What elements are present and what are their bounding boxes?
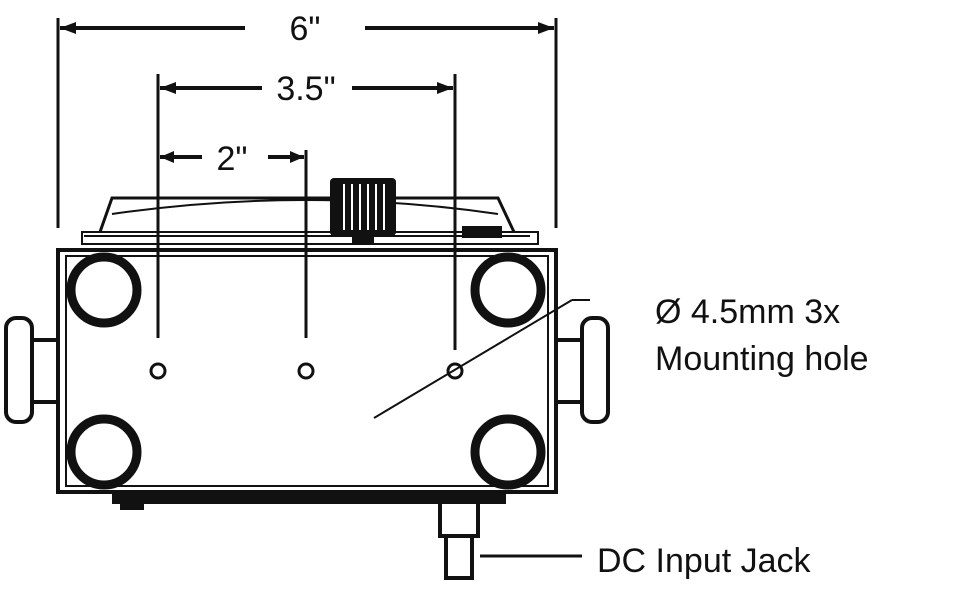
dimension-2in: 2" [160, 140, 308, 338]
dc-input-jack [438, 496, 480, 580]
callout-mounting-hole-label: Mounting hole [655, 340, 869, 378]
foot-top-right [470, 252, 546, 328]
mounting-hole-right [446, 362, 464, 380]
mounting-hole-center [297, 362, 315, 380]
callout-dc-input-label: DC Input Jack [597, 542, 812, 580]
foot-bottom-right [470, 414, 546, 490]
adjustment-knob [330, 178, 396, 244]
callout-mounting-hole-size: Ø 4.5mm 3x [655, 293, 840, 331]
bottom-plate [112, 492, 506, 510]
callout-mounting-hole: Ø 4.5mm 3x Mounting hole [373, 293, 869, 419]
side-handle-right [554, 316, 610, 424]
top-bracket [81, 196, 539, 245]
dimension-3-5in: 3.5" [156, 70, 457, 350]
foot-top-left [66, 252, 142, 328]
dimension-label-3-5in: 3.5" [276, 70, 335, 108]
mounting-holes [149, 362, 464, 380]
callout-dc-input: DC Input Jack [480, 542, 812, 580]
foot-bottom-left [66, 414, 142, 490]
dimension-label-2in: 2" [217, 140, 248, 178]
mounting-hole-left [149, 362, 167, 380]
side-handle-left [4, 316, 60, 424]
corner-feet [66, 252, 546, 490]
dimension-label-6in: 6" [290, 10, 321, 48]
dimension-6in: 6" [56, 10, 558, 228]
